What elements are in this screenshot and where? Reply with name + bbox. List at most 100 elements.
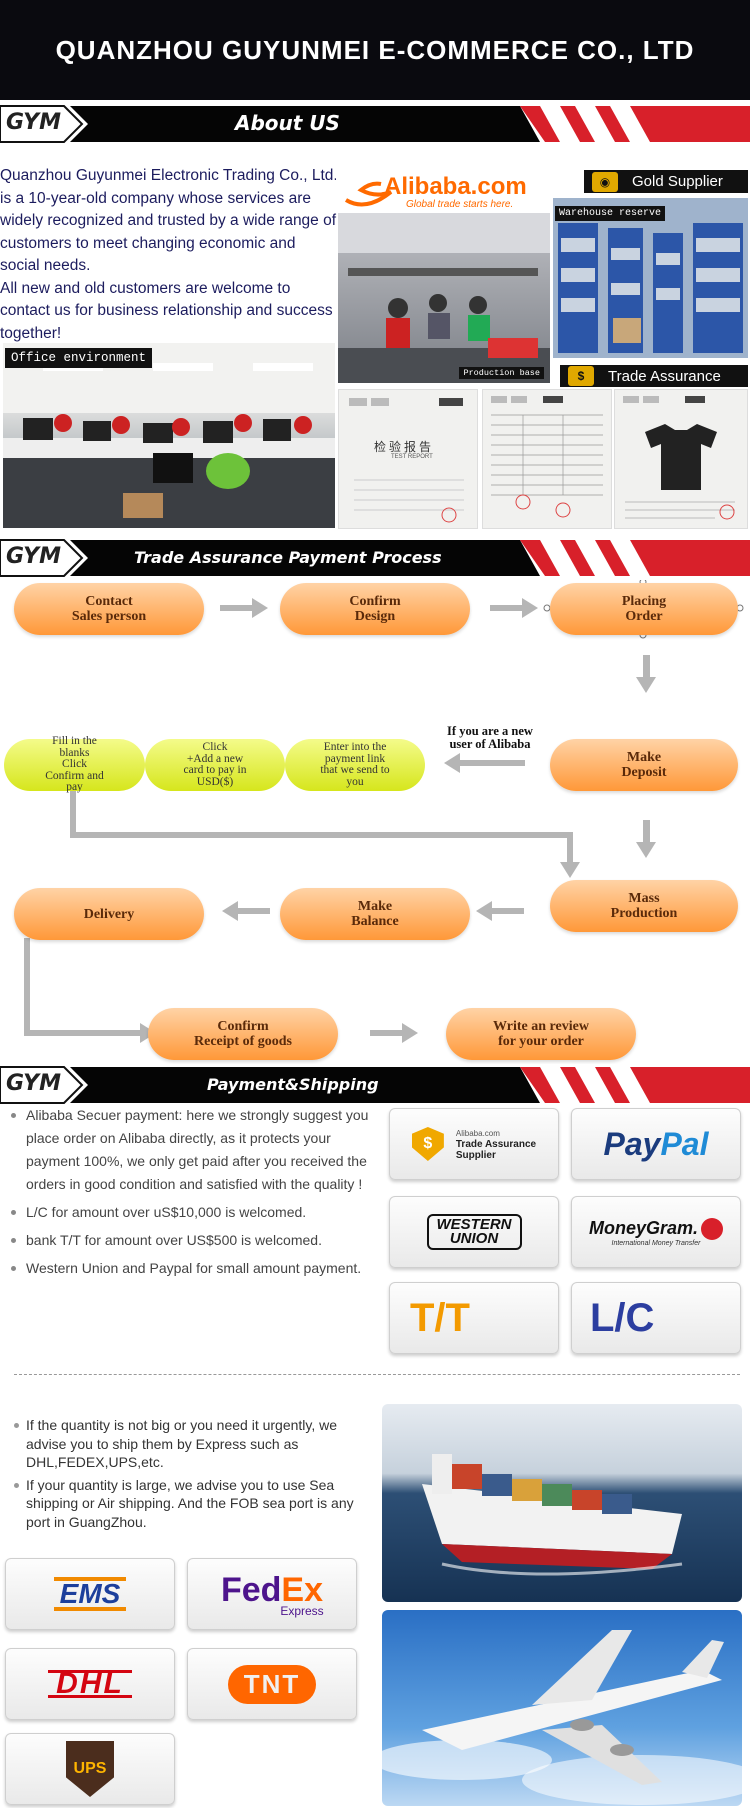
ups-logo: UPS bbox=[66, 1741, 114, 1797]
trade-assurance-badge: $ Trade Assurance bbox=[560, 365, 748, 387]
fedex-logo-a: Fed bbox=[220, 1570, 282, 1609]
paypal-logo-b: Pal bbox=[660, 1125, 709, 1162]
warehouse-label: Warehouse reserve bbox=[555, 206, 666, 221]
fedex-sub: Express bbox=[280, 1603, 324, 1618]
gym-logo: GYM bbox=[6, 1071, 61, 1096]
report-table bbox=[491, 396, 603, 518]
step-mass-production: Mass Production bbox=[550, 880, 738, 932]
step-add-card: Click +Add a new card to pay in USD($) bbox=[145, 739, 285, 791]
alibaba-logo: Alibaba.com Global trade starts here. bbox=[336, 170, 546, 212]
warehouse-scene bbox=[553, 198, 748, 358]
gold-supplier-label: Gold Supplier bbox=[632, 173, 723, 190]
about-paragraph-1: Quanzhou Guyunmei Electronic Trading Co.… bbox=[0, 167, 338, 274]
ta-line1: Trade Assurance bbox=[455, 1138, 537, 1150]
moneygram-logo: MoneyGram. bbox=[588, 1218, 699, 1238]
test-report-doc-3 bbox=[614, 389, 748, 529]
section-bar-graphic bbox=[0, 537, 750, 579]
gym-logo: GYM bbox=[6, 110, 61, 135]
ta-small-text: Alibaba.com bbox=[455, 1128, 500, 1138]
new-user-note: If you are a new user of Alibaba bbox=[447, 724, 533, 751]
tnt-logo: TNT bbox=[227, 1664, 317, 1704]
trade-assurance-card: $ Alibaba.com Trade Assurance Supplier bbox=[389, 1108, 559, 1180]
western-union-card: WESTERN UNION bbox=[389, 1196, 559, 1268]
shield-dollar-icon: $ bbox=[411, 1127, 444, 1161]
alibaba-slogan: Global trade starts here. bbox=[406, 199, 514, 210]
section-bar-graphic bbox=[0, 1064, 750, 1106]
payment-item: bank T/T for amount over US$500 is welco… bbox=[8, 1229, 380, 1252]
shipping-item: If your quantity is large, we advise you… bbox=[14, 1476, 374, 1532]
step-make-balance: Make Balance bbox=[280, 888, 470, 940]
moneygram-sub: International Money Transfer bbox=[611, 1239, 701, 1247]
step-delivery: Delivery bbox=[14, 888, 204, 940]
test-report-doc-1: 检验报告 TEST REPORT bbox=[338, 389, 478, 529]
office-label: Office environment bbox=[5, 348, 153, 368]
tt-card: T/T bbox=[389, 1282, 559, 1354]
gym-logo: GYM bbox=[6, 544, 61, 569]
dhl-logo: DHL bbox=[48, 1669, 132, 1699]
page-header: QUANZHOU GUYUNMEI E-COMMERCE CO., LTD bbox=[0, 0, 750, 100]
moneygram-globe-icon bbox=[701, 1217, 724, 1240]
section-bar-graphic bbox=[0, 103, 750, 145]
step-fill-blanks: Fill in the blanks Click Confirm and pay bbox=[4, 736, 145, 793]
paypal-logo-a: Pay bbox=[603, 1125, 661, 1162]
about-description: Quanzhou Guyunmei Electronic Trading Co.… bbox=[0, 165, 338, 345]
report-tshirt bbox=[623, 396, 735, 520]
payment-item: L/C for amount over uS$10,000 is welcome… bbox=[8, 1201, 380, 1224]
section-bar-about: GYM About US bbox=[0, 103, 750, 145]
production-photo: Production base bbox=[338, 213, 550, 383]
section-title: Trade Assurance Payment Process bbox=[134, 548, 442, 567]
section-title: About US bbox=[235, 111, 340, 135]
dhl-card: DHL bbox=[5, 1648, 175, 1720]
ems-card: EMS bbox=[5, 1558, 175, 1630]
ups-card: UPS bbox=[5, 1733, 175, 1805]
report-lines bbox=[349, 398, 464, 523]
shipping-info-list: If the quantity is not big or you need i… bbox=[14, 1416, 374, 1535]
warehouse-photo: Warehouse reserve bbox=[553, 198, 748, 358]
ta-line2: Supplier bbox=[455, 1149, 496, 1161]
lc-logo: L/C bbox=[590, 1295, 655, 1340]
payment-info-list: Alibaba Secuer payment: here we strongly… bbox=[8, 1104, 380, 1285]
lc-card: L/C bbox=[571, 1282, 741, 1354]
gold-supplier-badge: ◉ Gold Supplier bbox=[584, 170, 748, 193]
office-scene bbox=[3, 343, 335, 528]
moneygram-card: MoneyGram. International Money Transfer bbox=[571, 1196, 741, 1268]
section-bar-process: GYM Trade Assurance Payment Process bbox=[0, 537, 750, 579]
trade-assurance-icon: $ bbox=[568, 366, 594, 386]
step-enter-payment-link: Enter into the payment link that we send… bbox=[285, 739, 425, 791]
cargo-ship-scene bbox=[422, 1454, 683, 1576]
fedex-logo-b: Ex bbox=[281, 1570, 324, 1609]
airplane-scene bbox=[382, 1630, 742, 1805]
step-write-review: Write an review for your order bbox=[446, 1008, 636, 1060]
step-make-deposit: Make Deposit bbox=[550, 739, 738, 791]
production-scene bbox=[338, 213, 550, 383]
office-photo bbox=[3, 343, 335, 528]
western-union-logo: WESTERN UNION bbox=[426, 1214, 522, 1250]
step-confirm-design: Confirm Design bbox=[280, 583, 470, 635]
step-placing-order: Placing Order bbox=[550, 583, 738, 635]
process-arrows bbox=[24, 580, 744, 1043]
airplane-image bbox=[382, 1610, 742, 1806]
step-contact-sales: Contact Sales person bbox=[14, 583, 204, 635]
gold-supplier-icon: ◉ bbox=[592, 171, 618, 192]
alibaba-smile-icon bbox=[344, 181, 393, 207]
report-title: 检验报告 bbox=[374, 440, 435, 454]
fedex-card: FedEx Express bbox=[187, 1558, 357, 1630]
about-paragraph-2: All new and old customers are welcome to… bbox=[0, 279, 333, 342]
shipping-item: If the quantity is not big or you need i… bbox=[14, 1416, 374, 1472]
alibaba-wordmark: Alibaba.com bbox=[384, 173, 527, 200]
company-title: QUANZHOU GUYUNMEI E-COMMERCE CO., LTD bbox=[55, 34, 695, 65]
dashed-divider bbox=[14, 1374, 740, 1375]
tt-logo: T/T bbox=[410, 1295, 470, 1340]
ems-logo: EMS bbox=[53, 1577, 127, 1611]
production-label: Production base bbox=[459, 367, 544, 379]
step-confirm-receipt: Confirm Receipt of goods bbox=[148, 1008, 338, 1060]
tnt-card: TNT bbox=[187, 1648, 357, 1720]
test-report-doc-2 bbox=[482, 389, 612, 529]
section-bar-payship: GYM Payment&Shipping bbox=[0, 1064, 750, 1106]
report-subtitle: TEST REPORT bbox=[391, 454, 433, 460]
trade-assurance-label: Trade Assurance bbox=[608, 367, 721, 385]
payment-item: Alibaba Secuer payment: here we strongly… bbox=[8, 1104, 380, 1196]
cargo-ship-image bbox=[382, 1404, 742, 1602]
section-title: Payment&Shipping bbox=[207, 1075, 379, 1094]
